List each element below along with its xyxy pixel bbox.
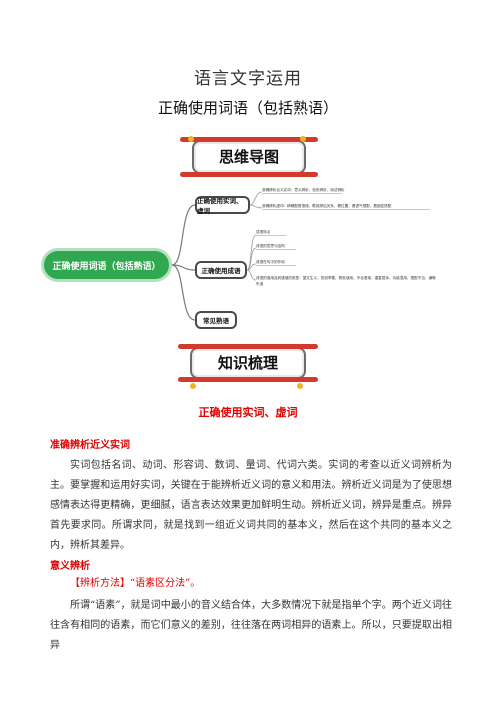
- branch-label: 正确使用实词、虚词: [197, 197, 243, 215]
- banner-top-bar: [178, 344, 318, 349]
- connector-line: [246, 247, 257, 271]
- knowledge-banner: 知识梳理: [178, 344, 318, 382]
- connector-line: [246, 269, 257, 281]
- banner-pin-icon: [300, 136, 306, 142]
- mindmap-banner-text: 思维导图: [218, 148, 279, 166]
- paragraph-text: 所谓“语素”，就是词中最小的音义结合体，大多数情况下就是指单个字。两个近义词往往…: [50, 600, 452, 651]
- method-label: 【辨析方法】: [70, 578, 130, 589]
- document-subtitle: 正确使用词语（包括熟语）: [157, 99, 338, 117]
- connector-line: [249, 204, 263, 209]
- connector-line: [246, 234, 257, 271]
- connector-line: [249, 191, 263, 206]
- heading-meaning-analysis: 意义辨析: [50, 561, 90, 572]
- leaf-text: 成语的误用及其错误的类型：望文生义、张冠李戴、褒贬误用、不合语境、重复赘余、功能…: [256, 276, 436, 286]
- banner-bottom-bar: [180, 172, 318, 177]
- document-title: 语言文字运用: [194, 69, 302, 89]
- connector-line: [171, 204, 196, 266]
- method-text: “语素区分法”。: [130, 578, 201, 589]
- branch-label: 正确使用成语: [201, 267, 241, 275]
- branch-node-common-sayings: 常见熟语: [195, 311, 237, 329]
- leaf-text: 成语在句中的作用: [256, 260, 285, 264]
- connector-line: [171, 264, 196, 321]
- knowledge-banner-text: 知识梳理: [217, 354, 278, 372]
- paragraph-near-synonyms: 实词包括名词、动词、形容词、数词、量词、代词六类。实词的考查以近义词辨析为主。要…: [50, 456, 452, 556]
- connector-line: [171, 264, 196, 271]
- mindmap-central-node: 正确使用词语（包括熟语）: [41, 248, 172, 282]
- banner-top-bar: [180, 137, 318, 142]
- paragraph-morpheme: 所谓“语素”，就是词中最小的音义结合体，大多数情况下就是指单个字。两个近义词往往…: [50, 596, 452, 656]
- paragraph-text: 实词包括名词、动词、形容词、数词、量词、代词六类。实词的考查以近义词辨析为主。要…: [50, 460, 452, 551]
- mindmap-banner: 思维导图: [180, 137, 318, 177]
- leaf-underline: [262, 209, 430, 210]
- banner-pin-icon: [297, 383, 303, 389]
- leaf-text: 成语特点: [256, 230, 271, 234]
- branch-node-notional-function-words: 正确使用实词、虚词: [195, 196, 250, 215]
- method-line: 【辨析方法】“语素区分法”。: [50, 574, 452, 594]
- leaf-underline: [262, 193, 342, 194]
- banner-pin-icon: [190, 383, 196, 389]
- leaf-underline: [256, 249, 296, 250]
- mindmap-connectors: [171, 191, 263, 321]
- leaf-underline: [256, 265, 296, 266]
- branch-label: 常见熟语: [203, 317, 229, 325]
- branch-node-idioms: 正确使用成语: [195, 261, 247, 279]
- leaf-text: 成语的意思与结构: [256, 244, 285, 248]
- banner-bottom-bar: [178, 377, 318, 382]
- heading-near-synonyms: 准确辨析近义实词: [50, 440, 130, 451]
- leaf-underline: [256, 235, 286, 236]
- leaf-text: 准确辨析近义实词：意义辨析、色彩辨析、用法辨析: [262, 188, 345, 192]
- banner-pin-icon: [188, 136, 194, 142]
- central-node-label: 正确使用词语（包括熟语）: [52, 261, 161, 272]
- section-title: 正确使用实词、虚词: [198, 406, 298, 419]
- leaf-text: 准确辨析虚词：精确配搭语境、瞻前顾后关系、看位置、看语气搭配、看固定搭配: [262, 204, 392, 208]
